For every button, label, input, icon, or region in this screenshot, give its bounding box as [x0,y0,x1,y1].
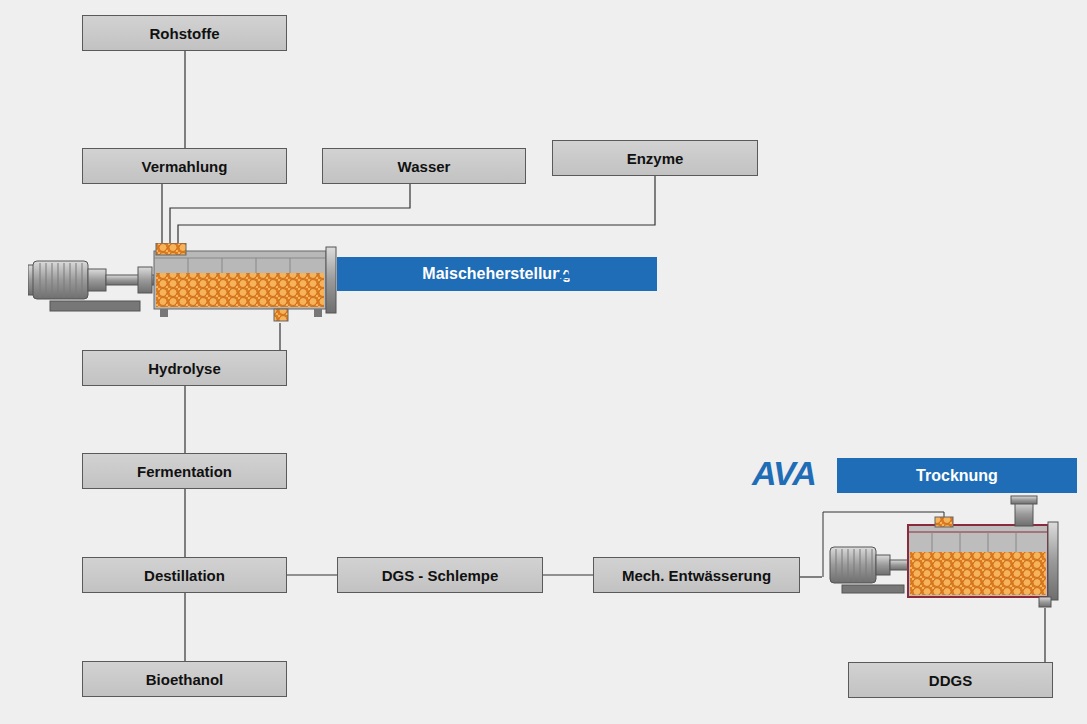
motor-body [830,547,876,583]
flow-line [800,576,822,577]
inlet [156,243,186,255]
box-label: Mech. Entwässerung [622,567,771,584]
motor-fin [836,549,837,581]
company-logo: AVA [553,255,617,289]
motor-fin [866,549,867,581]
unit-label: Trocknung [837,458,1077,493]
box-label: Bioethanol [146,671,224,688]
process-box: Fermentation [82,453,287,489]
leg [160,309,168,317]
motor-base [842,585,904,593]
motor-fin [40,263,41,297]
end-plate [326,247,336,313]
paddle [290,258,291,273]
box-label: DGS - Schlempe [382,567,499,584]
paddle [188,258,189,273]
end-plate [1048,522,1058,600]
paddle [932,532,933,552]
motor-fin [860,549,861,581]
process-box: DGS - Schlempe [337,557,543,593]
motor-fin [70,263,71,297]
box-label: DDGS [929,672,972,689]
flow-line [170,184,410,243]
box-label: Fermentation [137,463,232,480]
flow-line [287,574,337,575]
machine-unit: Maischeherstellung [28,243,348,323]
cover-line [154,258,326,259]
paddle [222,258,223,273]
product [910,552,1046,595]
coupling [876,555,890,575]
box-label: Rohstoffe [150,25,220,42]
paddle [988,532,989,552]
outlet [274,309,288,321]
motor-fin [872,549,873,581]
flow-line [184,593,185,661]
trough [154,251,326,309]
machine-unit: Trocknung [822,452,1062,608]
inlet [935,517,953,527]
mixer-illustration [28,243,348,323]
dryer-body [908,525,1048,597]
process-box: Rohstoffe [82,15,287,51]
flow-line [279,323,280,350]
process-box: Enzyme [552,140,758,176]
paddle [256,258,257,273]
motor-fin [58,263,59,297]
motor-base [50,301,140,311]
coupling [88,269,106,291]
motor-body [33,261,88,299]
process-box: DDGS [848,662,1053,698]
process-box: Bioethanol [82,661,287,697]
motor-fin [854,549,855,581]
flow-line [161,184,162,243]
mash [156,273,324,307]
flow-line [543,574,593,575]
process-box: Vermahlung [82,148,287,184]
motor-fin [52,263,53,297]
process-box: Destillation [82,557,287,593]
flow-line [178,176,655,243]
box-label: Hydrolyse [148,360,221,377]
process-box: Hydrolyse [82,350,287,386]
stack-cap [1011,496,1037,504]
box-label: Destillation [144,567,225,584]
flow-line [184,489,185,557]
outlet [1039,597,1051,607]
motor-fin [848,549,849,581]
bearing [138,267,152,293]
cover-line [908,532,1048,533]
motor-fin [842,549,843,581]
paddle [960,532,961,552]
leg [314,309,322,317]
box-label: Wasser [398,158,451,175]
company-logo: AVA [752,456,816,490]
motor-fin [46,263,47,297]
process-box: Wasser [322,148,526,184]
box-label: Vermahlung [142,158,228,175]
process-box: Mech. Entwässerung [593,557,800,593]
vapour-stack [1015,502,1033,526]
motor-fin [82,263,83,297]
box-label: Enzyme [627,150,684,167]
flow-line [184,386,185,453]
motor-fin [64,263,65,297]
flow-line [1044,608,1045,662]
flow-line [184,51,185,148]
motor-fin [76,263,77,297]
paddle [1016,532,1017,552]
